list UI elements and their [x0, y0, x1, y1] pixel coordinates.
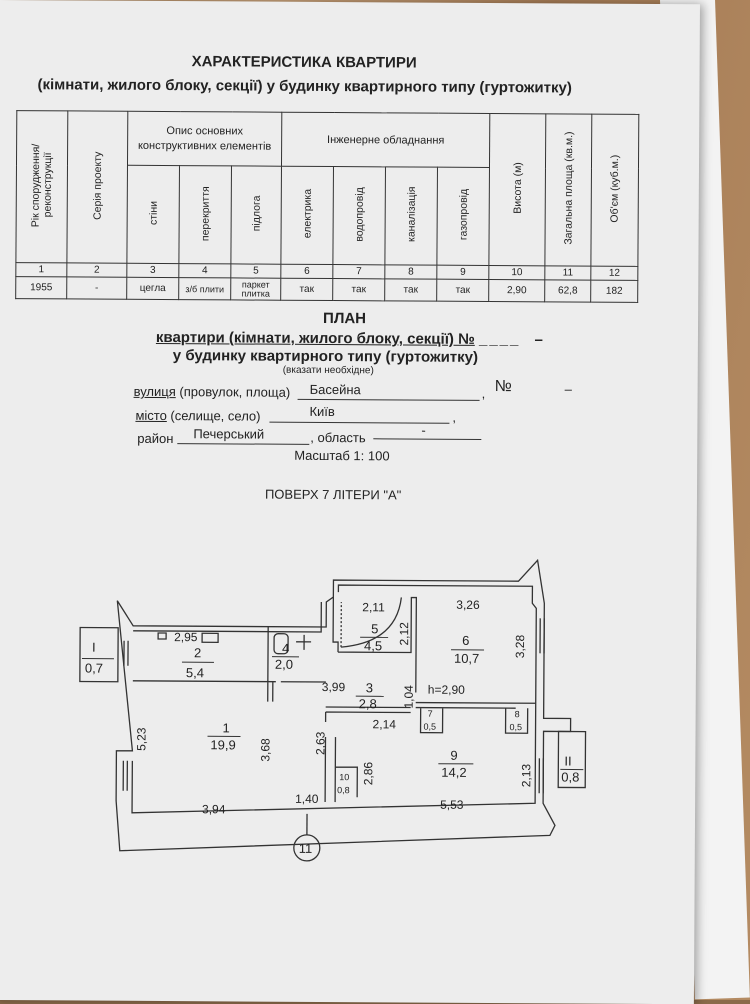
- svg-text:1: 1: [223, 720, 230, 735]
- floor-plan: I 0,7 2 5,4 4 2,0 5 4,5 6 10,7 3 2,8 1 1…: [0, 0, 700, 1004]
- svg-text:I: I: [92, 640, 96, 655]
- svg-text:2,8: 2,8: [359, 696, 377, 711]
- svg-text:2,14: 2,14: [373, 717, 397, 731]
- svg-text:3,94: 3,94: [202, 802, 226, 816]
- svg-text:14,2: 14,2: [441, 765, 466, 780]
- svg-text:3,68: 3,68: [258, 738, 272, 762]
- svg-text:5: 5: [371, 621, 378, 636]
- svg-text:4: 4: [282, 641, 289, 656]
- svg-text:8: 8: [515, 709, 520, 719]
- document-sheet: ХАРАКТЕРИСТИКА КВАРТИРИ (кімнати, жилого…: [0, 0, 700, 1004]
- svg-text:3,26: 3,26: [456, 598, 480, 612]
- svg-text:1,40: 1,40: [295, 792, 319, 806]
- svg-text:2,0: 2,0: [275, 657, 293, 672]
- svg-text:2,13: 2,13: [519, 764, 533, 788]
- svg-text:9: 9: [450, 748, 457, 763]
- svg-text:7: 7: [428, 709, 433, 719]
- svg-text:10,7: 10,7: [454, 651, 479, 666]
- svg-text:3,99: 3,99: [322, 680, 346, 694]
- svg-text:2,12: 2,12: [397, 622, 411, 646]
- svg-text:1,04: 1,04: [402, 685, 416, 709]
- svg-text:2,95: 2,95: [174, 630, 198, 644]
- svg-text:2,86: 2,86: [361, 762, 375, 786]
- svg-text:II: II: [564, 753, 571, 768]
- svg-text:0,5: 0,5: [510, 722, 523, 732]
- svg-text:0,8: 0,8: [561, 769, 579, 784]
- svg-text:h=2,90: h=2,90: [428, 683, 465, 697]
- svg-text:6: 6: [462, 633, 469, 648]
- svg-text:5,53: 5,53: [440, 798, 464, 812]
- svg-text:11: 11: [299, 841, 313, 856]
- svg-text:5,23: 5,23: [134, 727, 148, 751]
- svg-text:2,63: 2,63: [313, 731, 327, 755]
- svg-text:5,4: 5,4: [186, 665, 204, 680]
- svg-text:0,8: 0,8: [337, 785, 350, 795]
- svg-text:2: 2: [194, 645, 201, 660]
- svg-text:0,7: 0,7: [85, 661, 103, 676]
- stove-icon: [202, 633, 218, 642]
- svg-text:4,5: 4,5: [364, 638, 382, 653]
- svg-text:10: 10: [339, 772, 349, 782]
- svg-text:0,5: 0,5: [424, 722, 437, 732]
- svg-text:3,28: 3,28: [513, 634, 527, 658]
- svg-text:3: 3: [366, 680, 373, 695]
- svg-text:2,11: 2,11: [362, 600, 385, 614]
- outer-wall: [116, 558, 572, 854]
- svg-text:19,9: 19,9: [210, 737, 235, 752]
